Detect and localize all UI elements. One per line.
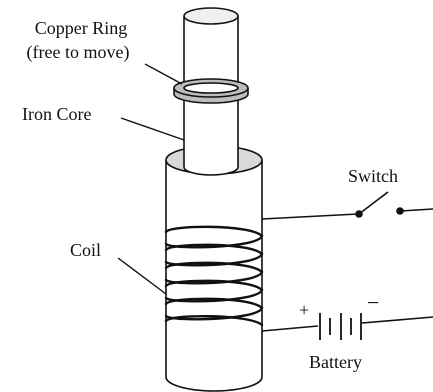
outer-tube — [165, 145, 263, 392]
battery — [319, 313, 362, 340]
coil-label: Coil — [70, 240, 101, 260]
wire-switch-out — [400, 208, 433, 212]
coil-turn — [164, 225, 264, 249]
leader-lines — [117, 63, 185, 295]
wire-to-switch — [261, 213, 359, 220]
copper-ring-sublabel: (free to move) — [27, 42, 130, 63]
copper-ring-hole — [183, 82, 239, 94]
circuit-wires — [261, 208, 433, 332]
copper-ring — [173, 78, 249, 104]
wire-to-battery — [261, 325, 319, 332]
copper-ring-leader — [144, 63, 183, 85]
coil-turn — [164, 297, 264, 321]
iron-core-leader — [120, 117, 185, 141]
coil-windings — [164, 225, 264, 327]
switch-label: Switch — [348, 166, 398, 186]
battery-negative-sign: − — [367, 290, 379, 315]
iron-core-label: Iron Core — [22, 104, 91, 124]
iron-core-top — [183, 7, 239, 25]
coil-turn — [164, 243, 264, 267]
wire-battery-out — [361, 316, 433, 324]
coil-leader — [117, 257, 167, 295]
copper-ring-label: Copper Ring — [35, 18, 128, 38]
battery-positive-sign: + — [299, 300, 309, 320]
coil-turn — [164, 261, 264, 285]
switch-lever — [358, 191, 389, 215]
switch — [355, 191, 404, 218]
coil-turn — [164, 314, 264, 327]
switch-terminal-right — [396, 207, 404, 215]
battery-label: Battery — [309, 352, 362, 372]
coil-turn — [164, 279, 264, 303]
outer-tube-body — [165, 160, 263, 392]
